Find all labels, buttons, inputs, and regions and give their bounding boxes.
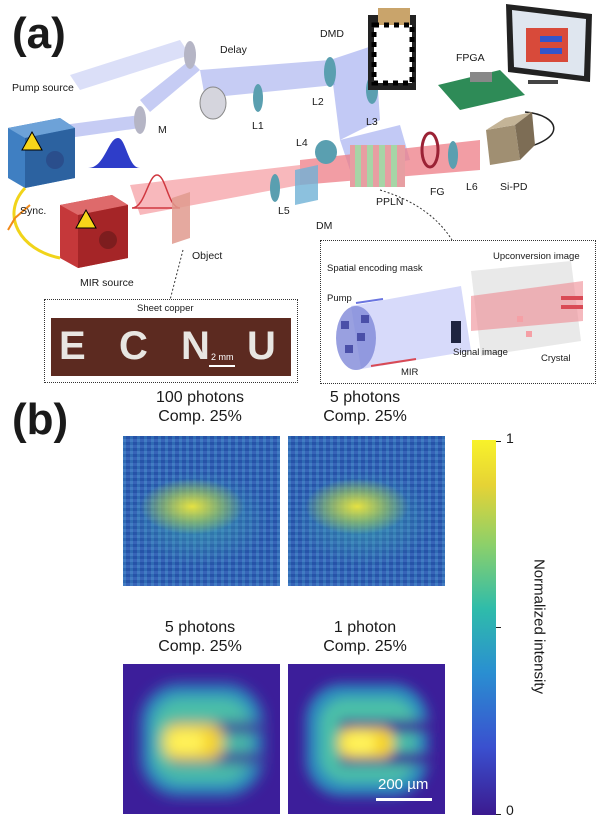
scale-bar bbox=[376, 798, 432, 801]
crystal-inset: Spatial encoding mask Upconversion image… bbox=[320, 240, 596, 384]
sync-arrow bbox=[7, 204, 31, 231]
noisy-image-5-photons bbox=[288, 436, 445, 586]
mask-element bbox=[451, 321, 461, 343]
pump-end bbox=[336, 306, 376, 370]
monitor bbox=[506, 4, 592, 84]
pump-inset-label: Pump bbox=[327, 293, 352, 304]
pump-cylinder bbox=[351, 286, 471, 369]
noisy-image-100-photons bbox=[123, 436, 280, 586]
image-1-title: 100 photons Comp. 25% bbox=[120, 388, 280, 426]
dichroic-mirror bbox=[295, 165, 318, 205]
image-3-title: 5 photons Comp. 25% bbox=[120, 618, 280, 656]
colorbar-tick-bottom bbox=[496, 814, 501, 815]
reconstructed-image-5-photons bbox=[123, 664, 280, 814]
sync-label: Sync. bbox=[20, 205, 47, 217]
image-3-compression: Comp. 25% bbox=[158, 638, 242, 655]
object-label: Object bbox=[192, 250, 223, 262]
l5-label: L5 bbox=[278, 205, 290, 217]
reconstructed-image-1-photon: 200 µm bbox=[288, 664, 445, 814]
lens-l5 bbox=[270, 174, 280, 202]
letter-e: E bbox=[59, 324, 86, 368]
mir-source-box bbox=[60, 195, 128, 268]
delay-label: Delay bbox=[220, 44, 247, 56]
mirror-label: M bbox=[158, 124, 167, 136]
mir-source-label: MIR source bbox=[80, 277, 134, 289]
pump-source-box bbox=[8, 118, 75, 188]
dmd-device bbox=[368, 8, 416, 90]
l1-label: L1 bbox=[252, 120, 264, 132]
l3-label: L3 bbox=[366, 116, 378, 128]
l6-label: L6 bbox=[466, 181, 478, 193]
copper-sheet: E C N U 2 mm bbox=[51, 318, 291, 376]
fpga-label: FPGA bbox=[456, 52, 485, 64]
image-4-photons: 1 photon bbox=[333, 619, 397, 636]
mirror-top-1 bbox=[184, 41, 196, 69]
sync-cable bbox=[12, 186, 61, 260]
letter-c: C bbox=[119, 324, 148, 368]
mask-label: Spatial encoding mask bbox=[327, 263, 423, 274]
fg-label: FG bbox=[430, 186, 445, 198]
panel-a-label: (a) bbox=[12, 9, 66, 58]
panel-b-label: (b) bbox=[12, 395, 69, 444]
colorbar-label: Normalized intensity bbox=[530, 558, 548, 695]
colorbar bbox=[472, 440, 496, 815]
setup-schematic bbox=[7, 4, 592, 301]
colorbar-max: 1 bbox=[506, 430, 514, 446]
dmd-label: DMD bbox=[320, 28, 344, 40]
dm-label: DM bbox=[316, 220, 333, 232]
lens-l2 bbox=[324, 57, 336, 87]
sample-inset: Sheet copper E C N U 2 mm bbox=[44, 299, 298, 383]
image-3-photons: 5 photons bbox=[164, 619, 236, 636]
pump-arrow bbox=[355, 298, 384, 304]
upconversion-label: Upconversion image bbox=[493, 251, 580, 262]
crystal-diagram bbox=[336, 261, 583, 370]
upconversion-beam bbox=[471, 281, 583, 331]
delay-mirror bbox=[199, 86, 227, 120]
filter-fg bbox=[420, 131, 440, 169]
sample-scale-bar bbox=[209, 365, 235, 367]
delay-beam bbox=[70, 40, 190, 90]
image-1-compression: Comp. 25% bbox=[158, 408, 242, 425]
si-pd-label: Si-PD bbox=[500, 181, 528, 193]
colorbar-tick-mid bbox=[496, 627, 501, 628]
lens-l4 bbox=[315, 140, 337, 164]
sample-title: Sheet copper bbox=[137, 303, 194, 314]
image-4-title: 1 photon Comp. 25% bbox=[285, 618, 445, 656]
image-2-compression: Comp. 25% bbox=[323, 408, 407, 425]
fpga-board bbox=[438, 70, 525, 110]
image-2-photons: 5 photons bbox=[329, 389, 401, 406]
object-plate bbox=[172, 192, 190, 244]
pump-source-label: Pump source bbox=[12, 82, 74, 94]
image-1-photons: 100 photons bbox=[155, 389, 245, 406]
crystal-label: Crystal bbox=[541, 353, 571, 364]
colorbar-tick-top bbox=[496, 441, 501, 442]
colorbar-min: 0 bbox=[506, 802, 514, 818]
l2-label: L2 bbox=[312, 96, 324, 108]
pump-pulse bbox=[88, 138, 140, 168]
pump-beam-3 bbox=[200, 60, 335, 98]
dmd-beam bbox=[330, 45, 380, 140]
ppln-crystal bbox=[350, 145, 405, 187]
pump-beam-2 bbox=[140, 60, 200, 112]
ppln-label: PPLN bbox=[376, 196, 404, 208]
si-pd-detector bbox=[486, 112, 535, 165]
letter-u: U bbox=[247, 324, 276, 368]
image-4-compression: Comp. 25% bbox=[323, 638, 407, 655]
image-2-title: 5 photons Comp. 25% bbox=[285, 388, 445, 426]
mir-arrow bbox=[370, 358, 417, 367]
sample-scale-label: 2 mm bbox=[211, 352, 234, 362]
scale-bar-label: 200 µm bbox=[378, 776, 429, 793]
mirror-m bbox=[134, 106, 146, 134]
letter-n: N bbox=[181, 324, 210, 368]
mir-inset-label: MIR bbox=[401, 367, 419, 378]
object-pointer bbox=[169, 249, 184, 301]
l4-label: L4 bbox=[296, 137, 308, 149]
ppln-pointer bbox=[379, 189, 453, 241]
colorbar-label-wrap: Normalized intensity bbox=[526, 440, 550, 815]
lens-l1 bbox=[253, 84, 263, 112]
lens-l6 bbox=[448, 141, 458, 169]
signal-image-label: Signal image bbox=[453, 347, 508, 358]
